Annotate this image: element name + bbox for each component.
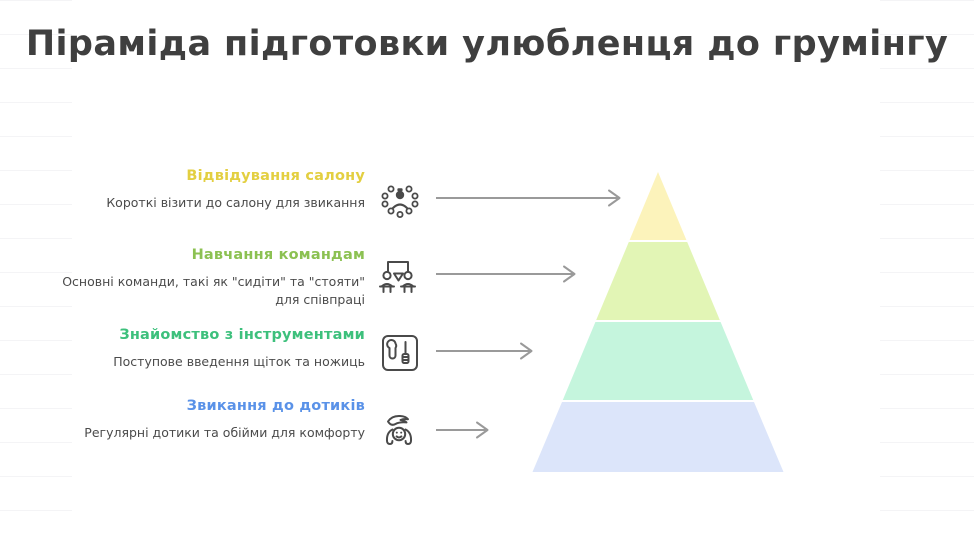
level-4-text-block: Звикання до дотиків Регулярні дотики та … [60, 398, 365, 442]
level-1-description: Короткі візити до салону для звикання [106, 195, 365, 211]
level-4-title: Звикання до дотиків [186, 398, 365, 414]
level-4-description: Регулярні дотики та обійми для комфорту [84, 425, 365, 441]
classroom-training-icon [376, 255, 420, 299]
pyramid-tier-4 [532, 402, 784, 472]
level-3-title: Знайомство з інструментами [119, 327, 365, 343]
pyramid-tier-2 [596, 242, 720, 320]
pyramid-tier-3 [562, 322, 754, 400]
level-3-description: Поступове введення щіток та ножиць [113, 354, 365, 370]
petting-hand-icon [377, 408, 421, 452]
page-title: Піраміда підготовки улюбленця до грумінг… [25, 24, 949, 64]
grooming-preparation-pyramid [470, 160, 850, 485]
level-3-arrow [436, 342, 538, 360]
level-2-text-block: Навчання командам Основні команди, такі … [60, 247, 365, 309]
level-1-arrow [436, 189, 626, 207]
level-2-title: Навчання командам [191, 247, 365, 263]
level-4-arrow [436, 421, 494, 439]
level-2-description: Основні команди, такі як "сидіти" та "ст… [62, 274, 365, 308]
pyramid-tier-1 [629, 172, 687, 240]
level-1-title: Відвідування салону [186, 168, 365, 184]
level-1-text-block: Відвідування салону Короткі візити до са… [60, 168, 365, 212]
level-3-text-block: Знайомство з інструментами Поступове вве… [60, 327, 365, 371]
tools-icon [378, 331, 422, 375]
people-circle-icon [378, 180, 422, 224]
level-2-arrow [436, 265, 581, 283]
